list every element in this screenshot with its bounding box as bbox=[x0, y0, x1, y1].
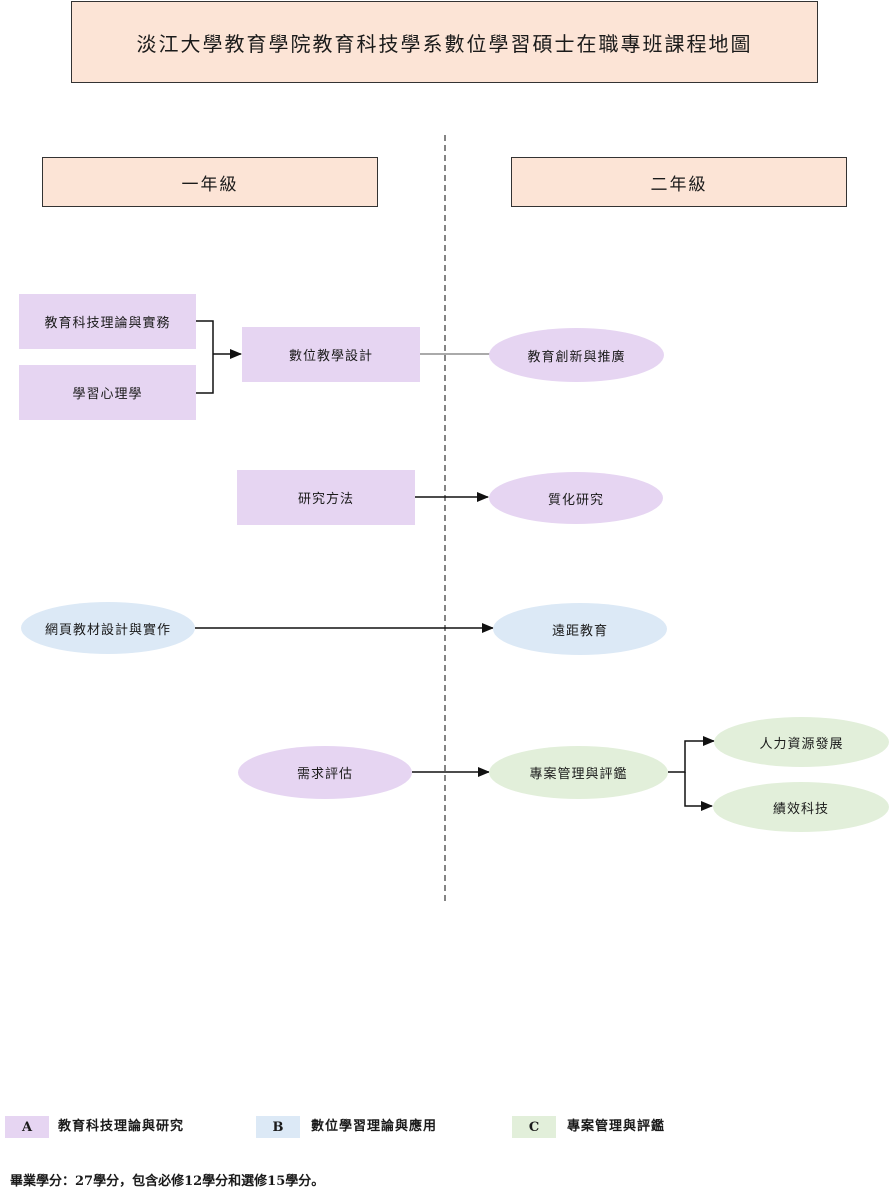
legend-label-a: 教育科技理論與研究 bbox=[58, 1119, 185, 1134]
course-edu-innovation: 教育創新與推廣 bbox=[489, 328, 664, 382]
year-two-header: 二年級 bbox=[511, 157, 847, 207]
connector-project-to-hrd bbox=[668, 736, 715, 773]
course-research-methods: 研究方法 bbox=[237, 470, 415, 525]
course-edu-tech-theory: 教育科技理論與實務 bbox=[19, 294, 196, 349]
course-needs-assessment: 需求評估 bbox=[238, 746, 412, 799]
connector-project-to-performance bbox=[684, 772, 713, 811]
course-digital-instructional-design: 數位教學設計 bbox=[242, 327, 420, 382]
course-web-materials: 網頁教材設計與實作 bbox=[21, 602, 195, 654]
course-performance-technology: 績效科技 bbox=[713, 782, 889, 832]
connector-theory-psych-to-design bbox=[196, 320, 241, 394]
legend-swatch-b: B bbox=[256, 1116, 300, 1138]
course-learning-psychology: 學習心理學 bbox=[19, 365, 196, 420]
page-title: 淡江大學教育學院教育科技學系數位學習碩士在職專班課程地圖 bbox=[71, 1, 818, 83]
legend-label-c: 專案管理與評鑑 bbox=[567, 1119, 666, 1134]
year-one-header: 一年級 bbox=[42, 157, 378, 207]
course-qualitative-research: 質化研究 bbox=[489, 472, 663, 524]
legend-swatch-c: C bbox=[512, 1116, 556, 1138]
course-project-management: 專案管理與評鑑 bbox=[489, 746, 668, 799]
course-hrd: 人力資源發展 bbox=[714, 717, 889, 767]
course-distance-education: 遠距教育 bbox=[493, 603, 667, 655]
graduation-credits-note: 畢業學分：27學分，包含必修12學分和選修15學分。 bbox=[10, 1174, 325, 1189]
legend-swatch-a: A bbox=[5, 1116, 49, 1138]
legend-label-b: 數位學習理論與應用 bbox=[311, 1119, 438, 1134]
